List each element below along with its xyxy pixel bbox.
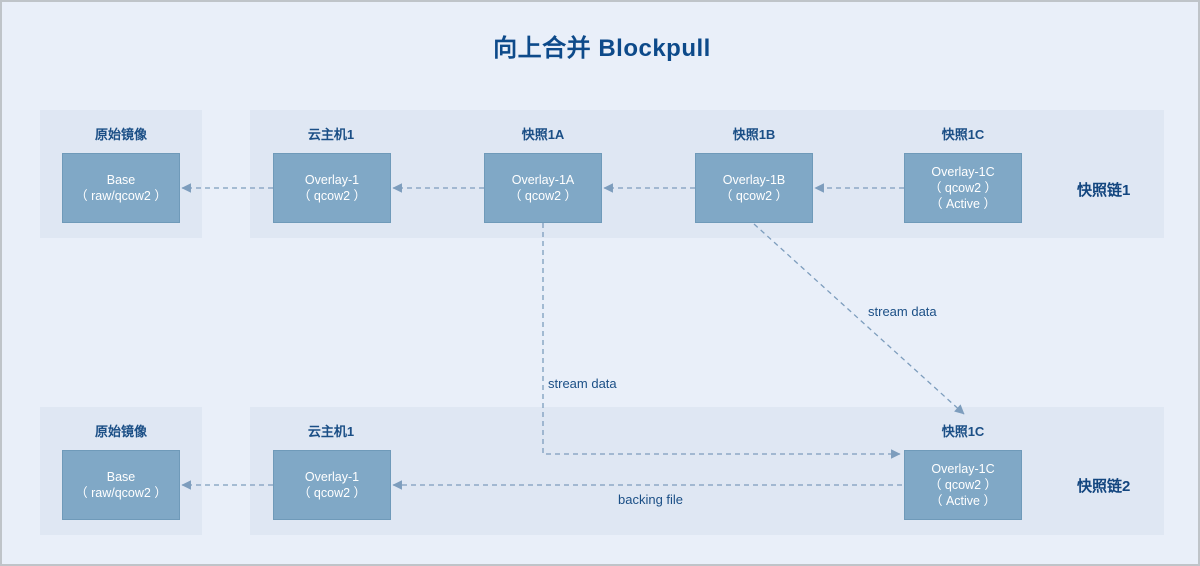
- box-chain1-overlay1b[interactable]: Overlay-1B （ qcow2 ）: [695, 153, 813, 223]
- label-backing-file: backing file: [618, 492, 684, 507]
- caption-chain1-overlay1: 云主机1: [307, 127, 355, 142]
- box-line: （ raw/qcow2 ）: [75, 189, 167, 203]
- box-chain2-base[interactable]: Base （ raw/qcow2 ）: [62, 450, 180, 520]
- box-line: （ qcow2 ）: [719, 189, 789, 203]
- label-stream-data-diagonal: stream data: [868, 304, 937, 319]
- box-chain1-base[interactable]: Base （ raw/qcow2 ）: [62, 153, 180, 223]
- caption-chain2-overlay1: 云主机1: [307, 424, 355, 439]
- box-line: （ qcow2 ）: [297, 486, 367, 500]
- box-line: （ qcow2 ）: [928, 478, 998, 492]
- page-title: 向上合并 Blockpull: [493, 35, 711, 62]
- box-line: Overlay-1: [304, 173, 360, 187]
- caption-chain1-base: 原始镜像: [94, 127, 147, 142]
- box-line: （ qcow2 ）: [928, 181, 998, 195]
- box-line: Base: [106, 470, 136, 484]
- caption-chain1-snapshot1b: 快照1B: [732, 127, 776, 142]
- box-chain1-overlay1a[interactable]: Overlay-1A （ qcow2 ）: [484, 153, 602, 223]
- box-line: Base: [106, 173, 136, 187]
- chain1-label: 快照链1: [1077, 182, 1131, 199]
- box-chain2-overlay1c[interactable]: Overlay-1C （ qcow2 ） （ Active ）: [904, 450, 1022, 520]
- caption-chain1-snapshot1a: 快照1A: [521, 127, 565, 142]
- box-line: （ Active ）: [930, 494, 996, 508]
- box-chain2-overlay1[interactable]: Overlay-1 （ qcow2 ）: [273, 450, 391, 520]
- box-line: （ qcow2 ）: [297, 189, 367, 203]
- chain2-label: 快照链2: [1077, 478, 1131, 495]
- box-chain1-overlay1[interactable]: Overlay-1 （ qcow2 ）: [273, 153, 391, 223]
- caption-chain1-snapshot1c: 快照1C: [941, 127, 985, 142]
- box-line: Overlay-1B: [722, 173, 786, 187]
- wire-stream-data-diagonal: [753, 223, 965, 415]
- box-line: Overlay-1A: [511, 173, 575, 187]
- box-line: Overlay-1: [304, 470, 360, 484]
- caption-chain2-snapshot1c: 快照1C: [941, 424, 985, 439]
- box-line: （ Active ）: [930, 197, 996, 211]
- box-line: Overlay-1C: [931, 462, 995, 476]
- caption-chain2-base: 原始镜像: [94, 424, 147, 439]
- box-chain1-overlay1c[interactable]: Overlay-1C （ qcow2 ） （ Active ）: [904, 153, 1022, 223]
- box-line: Overlay-1C: [931, 165, 995, 179]
- box-line: （ raw/qcow2 ）: [75, 486, 167, 500]
- label-stream-data-vertical: stream data: [548, 376, 617, 391]
- box-line: （ qcow2 ）: [508, 189, 578, 203]
